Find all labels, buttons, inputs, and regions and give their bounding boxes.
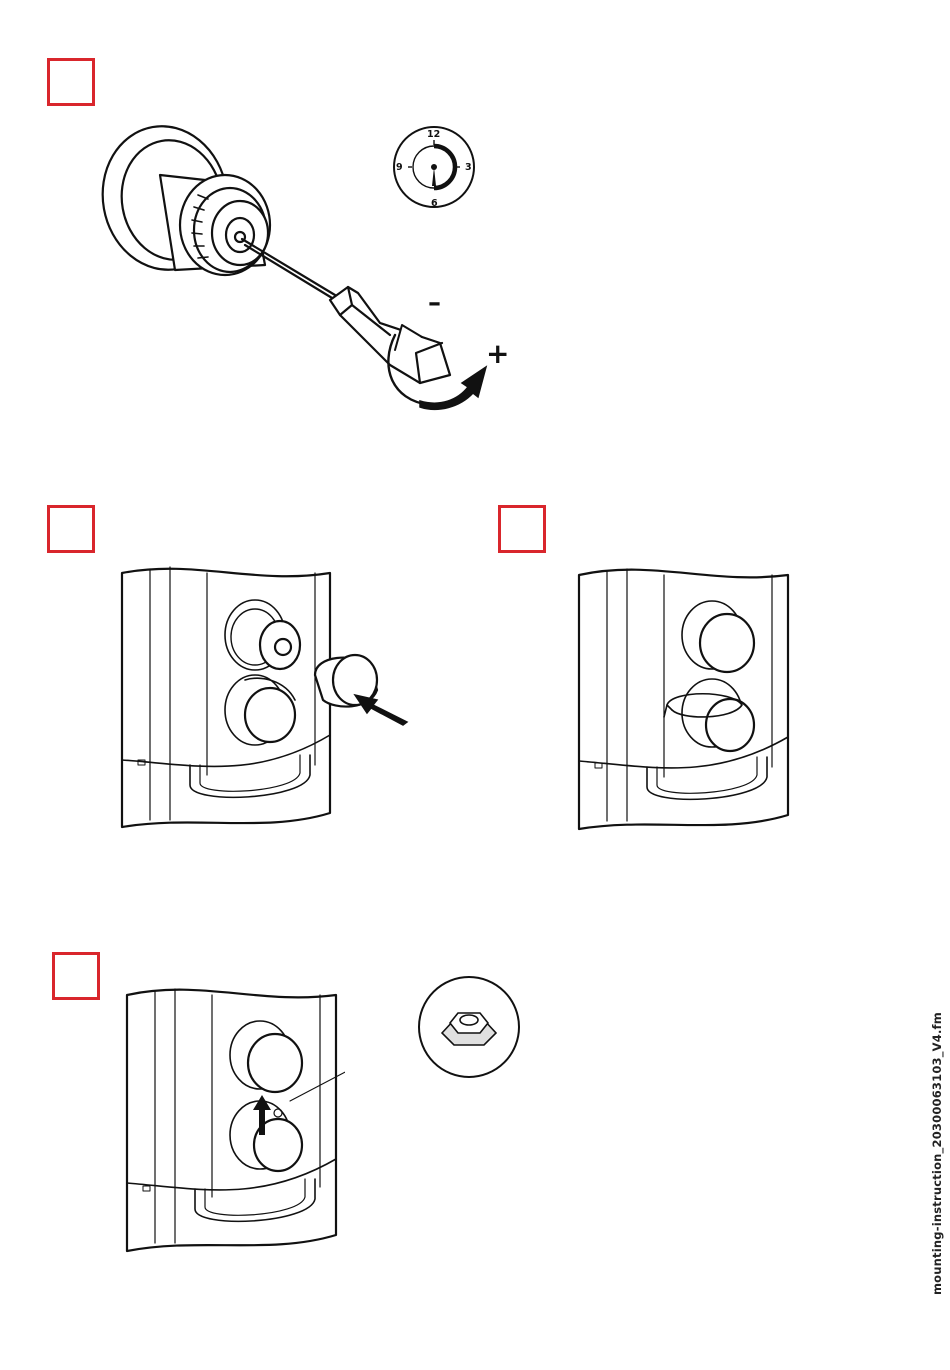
screwdriver-shaft	[242, 239, 335, 295]
step-marker-3	[498, 505, 546, 553]
upper-knob	[700, 614, 754, 672]
lower-knob	[245, 688, 295, 742]
step-marker-4	[52, 952, 100, 1000]
document-file-name: mounting-instruction_20300063103_V4.fm	[930, 1012, 944, 1295]
dial-label-6: 6	[431, 198, 438, 209]
adjust-labels: – +	[420, 285, 520, 375]
plus-label: +	[486, 337, 509, 370]
step4-limit-stop-illustration	[120, 985, 345, 1270]
minus-label: –	[428, 288, 441, 318]
thermostat-body	[127, 990, 336, 1251]
step2-fit-knob-illustration	[115, 565, 415, 835]
dial-inset: 12 3 6 9	[388, 122, 480, 212]
step3-rotate-knob-illustration	[572, 565, 802, 845]
lower-knob	[706, 699, 754, 751]
thermostat-body	[579, 570, 788, 829]
limit-stop-detail-inset	[414, 975, 524, 1080]
step-marker-2	[47, 505, 95, 553]
push-arrow-icon	[355, 695, 407, 725]
dial-label-12: 12	[427, 129, 440, 140]
step-marker-1	[47, 58, 95, 106]
dial-label-9: 9	[396, 162, 403, 173]
upper-knob	[248, 1034, 302, 1092]
dial-label-3: 3	[465, 162, 472, 173]
